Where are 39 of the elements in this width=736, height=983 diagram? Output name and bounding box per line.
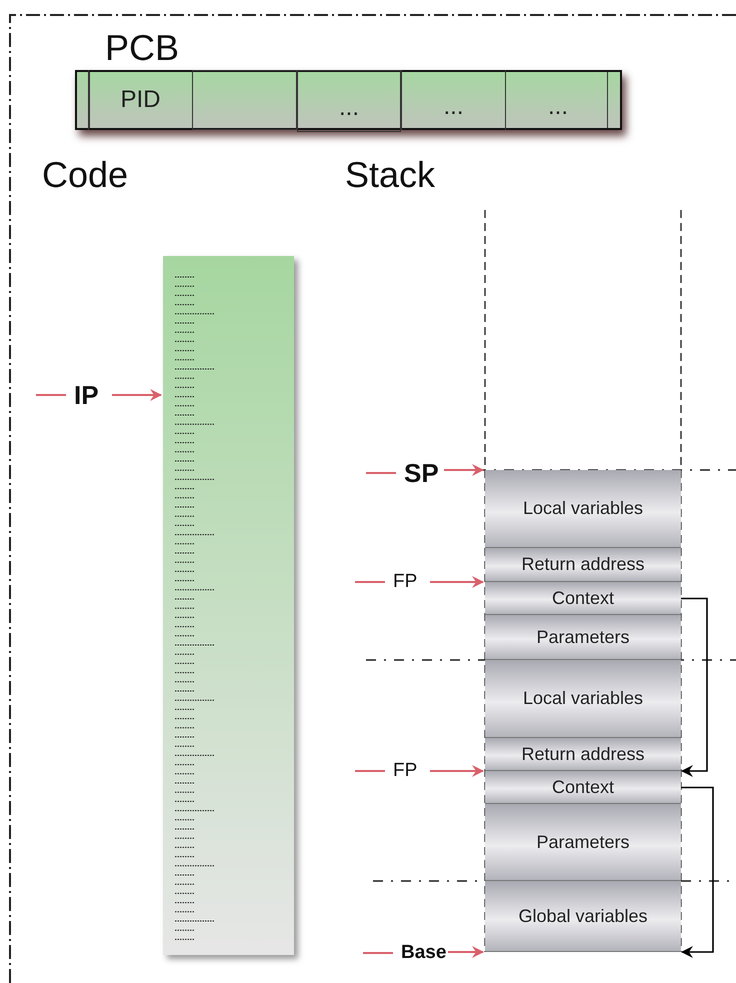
pointer-label: SP: [366, 456, 444, 490]
arrow: [430, 576, 484, 588]
stack-field-label: Local variables: [522, 688, 644, 709]
stack-slot: [485, 771, 681, 804]
arrow: [444, 464, 484, 476]
pointer-label: Base: [363, 940, 448, 966]
pcb-field-label: PID: [120, 86, 160, 114]
stack-slot: [485, 881, 681, 952]
section-heading: Code: [42, 155, 128, 195]
pcb-field: [297, 70, 401, 132]
pointer-label: IP: [36, 378, 112, 412]
section-heading: Stack: [345, 155, 436, 195]
pcb-field: [192, 70, 297, 130]
pointer-label: FP: [355, 568, 430, 596]
stack-slot: [485, 615, 681, 660]
pcb-field-label: ...: [338, 93, 359, 122]
stack-slot: [485, 582, 681, 615]
stack-field-label: Global variables: [518, 906, 648, 926]
arrow: [112, 389, 162, 401]
arrow: [681, 598, 708, 777]
stack-field-label: Context: [552, 776, 614, 798]
arrow: [681, 786, 714, 958]
arrow: [430, 765, 484, 777]
stack-slot: [485, 470, 681, 548]
stack-field-label: Parameters: [536, 626, 630, 648]
stack-field-label: Local variables: [522, 498, 644, 519]
stack-field-label: Return address: [521, 554, 645, 575]
pcb-field-label: ...: [548, 92, 568, 121]
stack-slot: [485, 738, 681, 771]
arrow: [448, 946, 484, 958]
stack-field-label: Context: [552, 588, 614, 608]
stack-slot: [485, 660, 681, 738]
stack-slot: [485, 804, 681, 881]
pointer-label: FP: [355, 757, 430, 785]
stack-field-label: Return address: [521, 744, 645, 764]
stack-field-label: Parameters: [536, 832, 630, 852]
pcb-field-label: ...: [443, 92, 464, 121]
stack-slot: [485, 548, 681, 582]
section-heading: PCB: [105, 28, 180, 68]
